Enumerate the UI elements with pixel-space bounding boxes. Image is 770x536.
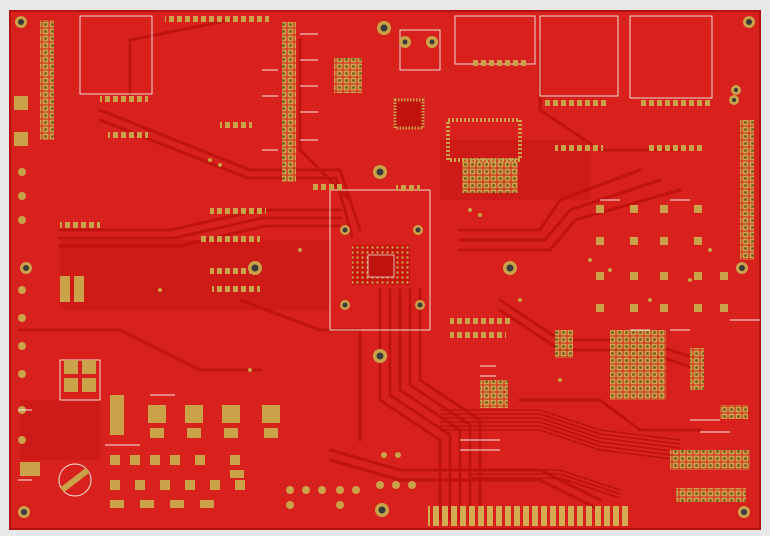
button-footprints	[596, 205, 728, 312]
bga-chip-icon	[352, 245, 410, 285]
smd-pads	[60, 16, 712, 338]
copper-pour	[20, 140, 590, 460]
mounting-hole-icon	[15, 16, 755, 518]
bottom-pads	[286, 452, 416, 509]
power-pads	[20, 276, 280, 508]
header-pins	[40, 20, 754, 502]
silkscreen-marks	[18, 33, 760, 481]
edge-connector-fingers	[428, 506, 628, 526]
capacitor-outline	[58, 463, 92, 497]
silkscreen-outlines	[59, 15, 713, 401]
vias	[158, 158, 712, 382]
